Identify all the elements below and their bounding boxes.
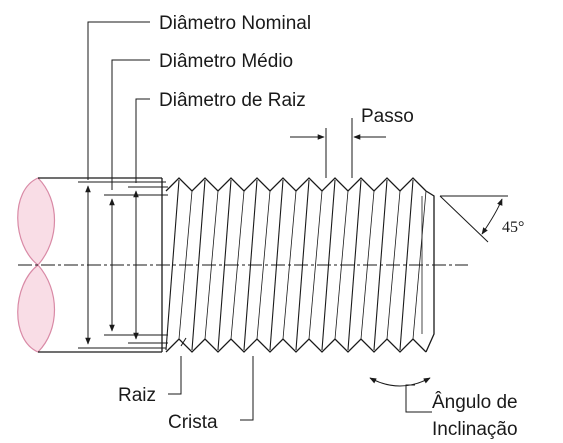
label-flank-angle-line1: Ângulo de: [432, 391, 518, 413]
thread-crest-line: [217, 179, 232, 351]
label-flank-angle-line2: Inclinação: [432, 419, 518, 440]
diameter-extension-lines: [78, 181, 168, 349]
root-diameter-dimension: [133, 98, 150, 340]
thread-crest-line: [399, 179, 414, 351]
pitch-dimension: [290, 118, 386, 178]
label-root-diameter: Diâmetro de Raiz: [159, 90, 306, 111]
label-root: Raiz: [118, 385, 156, 406]
thread-crest-line: [165, 179, 180, 351]
label-pitch: Passo: [361, 106, 414, 127]
nominal-diameter-dimension: [85, 21, 150, 345]
thread-crest-line: [347, 179, 362, 351]
root-leader: [168, 337, 187, 395]
pitch-diameter-dimension: [109, 59, 150, 332]
flank-angle-annotation: [369, 377, 432, 413]
thread-chamfer-end: [425, 190, 435, 353]
label-pitch-diameter: Diâmetro Médio: [159, 51, 293, 72]
label-crest: Crista: [168, 412, 218, 433]
crest-leader: [240, 356, 254, 421]
label-chamfer-angle: 45°: [502, 219, 524, 236]
thread-root-line: [256, 190, 271, 340]
chamfer-angle-annotation: [439, 195, 508, 243]
thread-bottom-profile: [165, 338, 427, 353]
label-nominal-diameter: Diâmetro Nominal: [159, 13, 311, 34]
thread-root-line: [308, 190, 323, 340]
